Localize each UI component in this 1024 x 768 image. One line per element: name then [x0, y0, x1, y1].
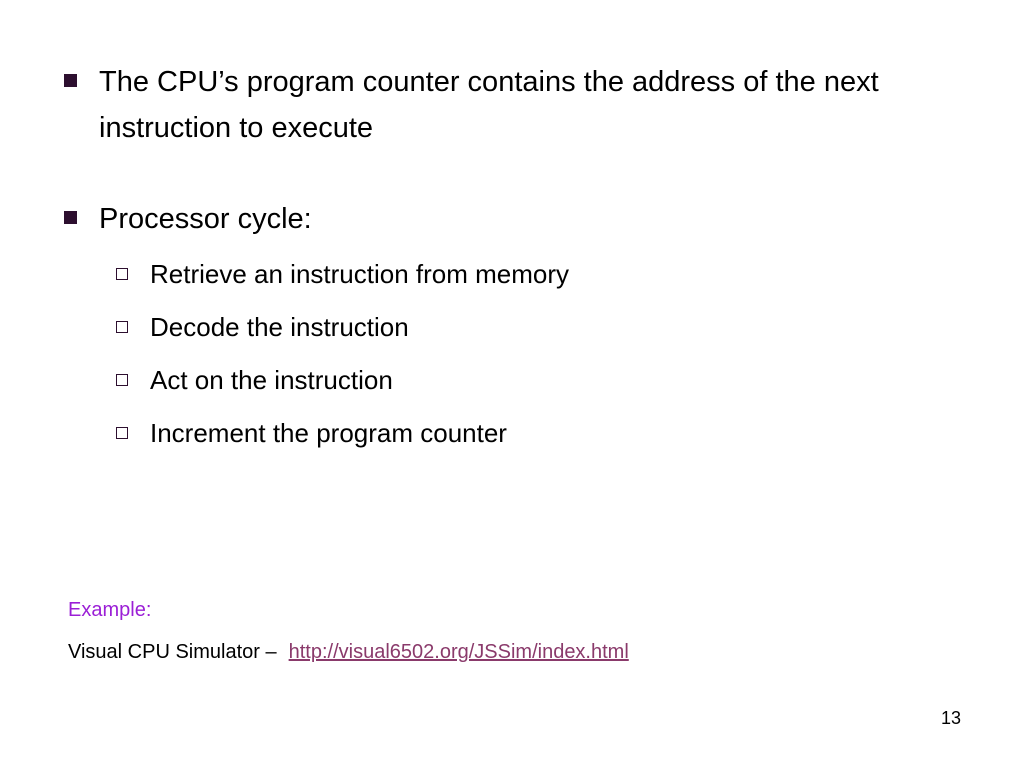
- simulator-link[interactable]: http://visual6502.org/JSSim/index.html: [288, 641, 629, 663]
- page-number: 13: [940, 708, 961, 728]
- sub-bullet-text: Increment the program counter: [150, 418, 507, 448]
- bullet-text: Processor cycle:: [99, 203, 312, 235]
- bullet-text: The CPU’s program counter contains the a…: [99, 66, 879, 144]
- square-bullet-icon: [64, 74, 77, 87]
- sub-bullet-increment: Increment the program counter: [116, 413, 507, 453]
- square-bullet-icon: [64, 211, 77, 224]
- bullet-program-counter: The CPU’s program counter contains the a…: [64, 59, 964, 151]
- sub-bullet-text: Decode the instruction: [150, 312, 409, 342]
- bullet-processor-cycle: Processor cycle:: [64, 196, 964, 242]
- sub-bullet-decode: Decode the instruction: [116, 307, 409, 347]
- sub-bullet-retrieve: Retrieve an instruction from memory: [116, 254, 569, 294]
- sub-bullet-text: Retrieve an instruction from memory: [150, 259, 570, 289]
- hollow-square-bullet-icon: [116, 427, 128, 439]
- hollow-square-bullet-icon: [116, 321, 128, 333]
- sub-bullet-act: Act on the instruction: [116, 360, 393, 400]
- hollow-square-bullet-icon: [116, 374, 128, 386]
- example-label: Example:: [68, 599, 152, 621]
- hollow-square-bullet-icon: [116, 268, 128, 280]
- sub-bullet-text: Act on the instruction: [150, 365, 393, 395]
- example-line: Visual CPU Simulator – http://visual6502.…: [68, 637, 629, 667]
- example-prefix: Visual CPU Simulator –: [68, 641, 277, 663]
